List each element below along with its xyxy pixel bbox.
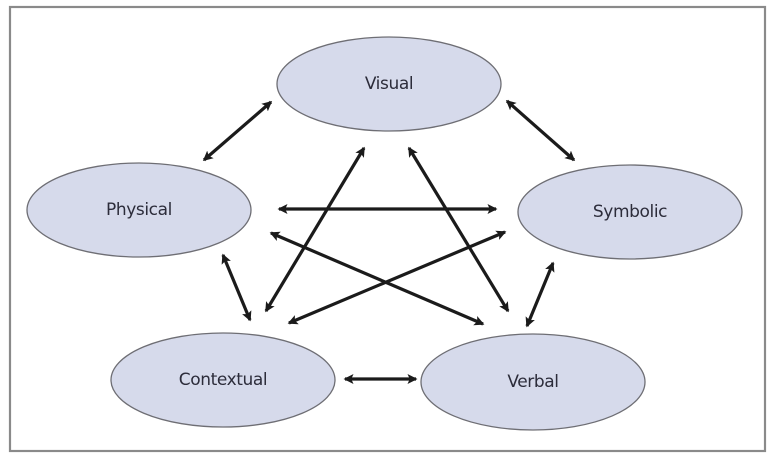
arrow-visual-symbolic — [505, 99, 576, 162]
arrow-physical-visual — [202, 100, 273, 162]
arrow-symbolic-contextual — [287, 230, 507, 325]
node-physical: Physical — [26, 162, 252, 258]
arrow-visual-verbal — [407, 146, 510, 313]
arrow-symbolic-verbal — [525, 261, 555, 328]
node-symbolic: Symbolic — [517, 164, 743, 260]
node-ellipse-physical — [26, 162, 252, 258]
node-label-symbolic: Symbolic — [593, 202, 667, 222]
edges-layer — [202, 99, 576, 384]
arrow-visual-contextual — [264, 146, 366, 313]
node-ellipse-contextual — [110, 332, 336, 428]
node-ellipse-visual — [276, 36, 502, 132]
node-label-physical: Physical — [106, 200, 172, 220]
arrow-physical-contextual — [221, 253, 252, 322]
node-verbal: Verbal — [420, 333, 646, 431]
arrow-physical-verbal — [269, 231, 485, 326]
node-ellipse-symbolic — [517, 164, 743, 260]
node-label-visual: Visual — [365, 74, 413, 94]
node-contextual: Contextual — [110, 332, 336, 428]
node-visual: Visual — [276, 36, 502, 132]
node-label-verbal: Verbal — [507, 372, 558, 392]
diagram-frame — [8, 5, 767, 453]
node-label-contextual: Contextual — [179, 370, 268, 390]
node-ellipse-verbal — [420, 333, 646, 431]
